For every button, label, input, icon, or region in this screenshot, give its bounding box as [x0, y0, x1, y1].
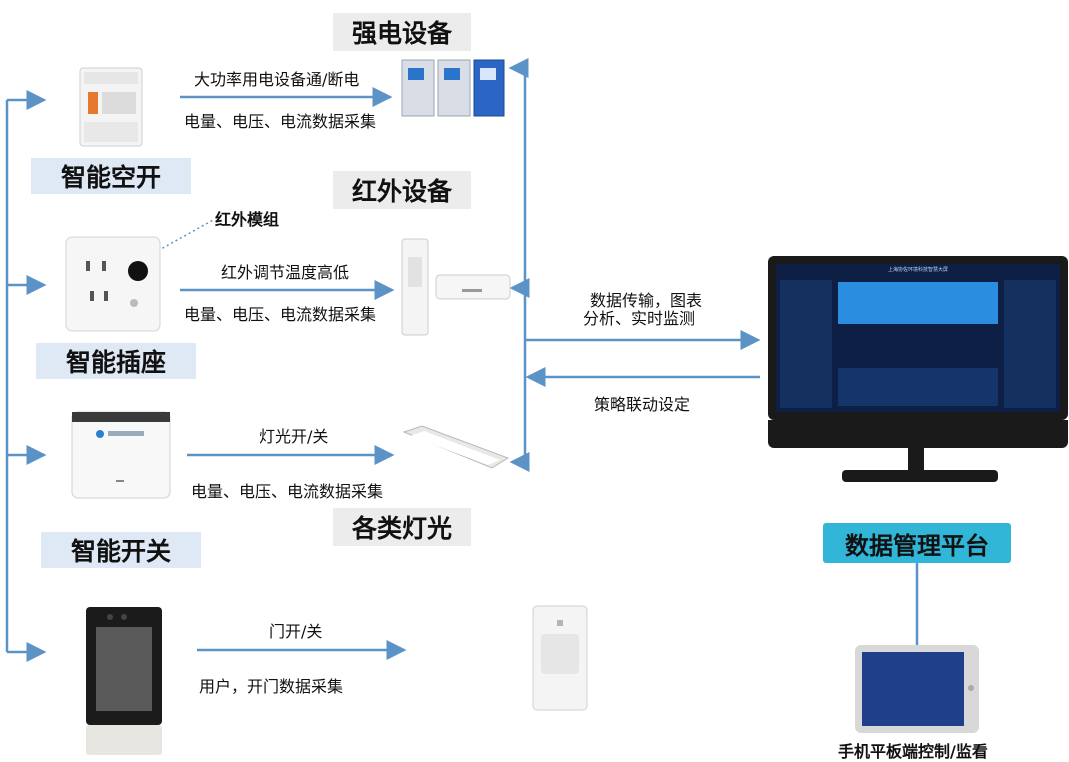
label-smart-socket: 智能插座	[36, 343, 196, 379]
edge-socket-collect: 电量、电压、电流数据采集	[184, 305, 377, 324]
breaker-icon	[79, 67, 143, 147]
dashboard-screen: 上海协佐环境科技智慧大屏	[776, 264, 1060, 412]
ceiling-light-icon	[402, 425, 510, 469]
dashboard-panel-right	[1004, 280, 1056, 408]
dashboard-panel-left	[780, 280, 832, 408]
tablet-button	[968, 685, 974, 691]
air-conditioner-icon	[401, 238, 511, 336]
door-sensor-image	[531, 604, 589, 712]
dashboard-title: 上海协佐环境科技智慧大屏	[887, 267, 948, 273]
edge-socket-control: 红外调节温度高低	[221, 263, 350, 282]
edge-switch-control: 灯光开/关	[259, 427, 329, 446]
smart-switch-image	[70, 410, 172, 500]
monitor-screen: 上海协佐环境科技智慧大屏	[768, 256, 1068, 448]
category-infrared: 红外设备	[333, 171, 471, 209]
label-smart-switch: 智能开关	[41, 532, 201, 568]
dashboard-chart	[838, 368, 998, 406]
edge-switch-collect: 电量、电压、电流数据采集	[191, 482, 384, 501]
socket-icon	[65, 236, 161, 332]
monitor: 上海协佐环境科技智慧大屏	[768, 256, 1068, 482]
category-lighting: 各类灯光	[333, 508, 471, 546]
edge-door-collect: 用户，开门数据采集	[199, 677, 344, 696]
door-access-image	[84, 605, 164, 757]
monitor-base	[842, 470, 998, 482]
edge-to-platform-2: 分析、实时监测	[583, 309, 696, 328]
label-smart-breaker: 智能空开	[31, 158, 191, 194]
monitor-chin	[768, 420, 1068, 448]
edge-to-platform-1: 数据传输，图表	[590, 291, 703, 310]
lamp-image	[400, 424, 510, 470]
edge-door-control: 门开/关	[269, 622, 323, 641]
switch-panel-icon	[71, 411, 171, 499]
tablet-label: 手机平板端控制/监看	[838, 742, 988, 761]
pir-sensor-icon	[532, 605, 588, 711]
industrial-cabinet-icon	[401, 59, 505, 117]
data-platform-label: 数据管理平台	[823, 523, 1011, 563]
dashboard-grid	[838, 282, 998, 324]
tablet-screen	[862, 652, 964, 726]
monitor-neck	[908, 448, 924, 470]
infrared-module-label: 红外模组	[215, 210, 280, 229]
air-conditioner-image	[400, 237, 512, 337]
edge-breaker-collect: 电量、电压、电流数据采集	[184, 112, 377, 131]
smart-breaker-image	[78, 66, 144, 148]
category-strong-power: 强电设备	[333, 13, 471, 51]
door-access-icon	[86, 607, 162, 755]
edge-from-platform: 策略联动设定	[594, 395, 691, 414]
smart-socket-image	[62, 227, 164, 337]
edge-breaker-control: 大功率用电设备通/断电	[194, 70, 360, 89]
strong-power-equipment-image	[400, 58, 506, 118]
tablet	[855, 645, 979, 733]
